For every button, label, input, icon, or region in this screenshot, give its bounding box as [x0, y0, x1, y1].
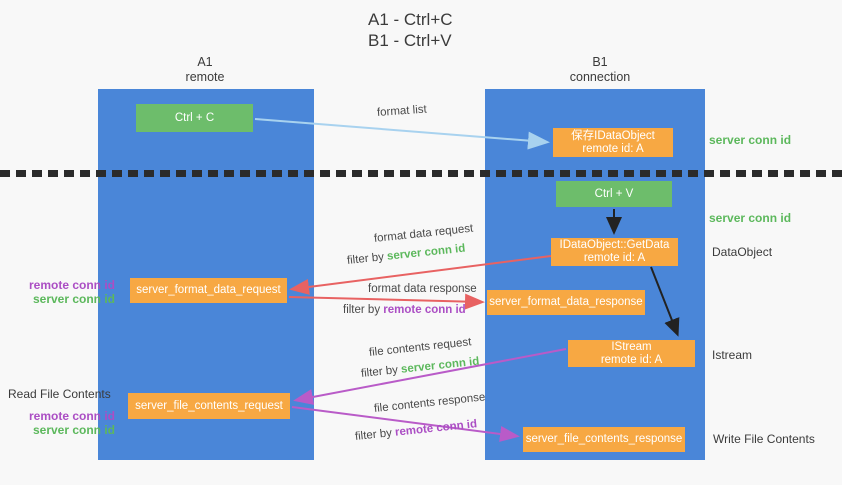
remote-conn-id-text: remote conn id: [383, 304, 466, 316]
column-header-a1: A1 remote: [145, 55, 265, 85]
node-save-idataobject: 保存IDataObject remote id: A: [553, 128, 673, 157]
node-getdata-line2: remote id: A: [583, 252, 646, 264]
left-ids-format: remote conn id server conn id: [20, 278, 115, 306]
node-ctrl-c: Ctrl + C: [136, 104, 253, 132]
side-label-read-file-contents: Read File Contents: [8, 387, 111, 401]
node-istream-line2: remote id: A: [600, 353, 663, 366]
side-label-server-conn-id-top: server conn id: [709, 133, 792, 147]
left-ids-file: remote conn id server conn id: [20, 409, 115, 437]
side-label-server-conn-id-mid: server conn id: [709, 211, 792, 225]
node-server-file-contents-request-label: server_file_contents_request: [135, 399, 283, 412]
side-label-istream: Istream: [712, 348, 753, 362]
label-format-list: format list: [376, 103, 428, 119]
title-line-1: A1 - Ctrl+C: [368, 10, 453, 29]
node-ctrl-v: Ctrl + V: [556, 181, 672, 207]
node-server-format-data-request: server_format_data_request: [130, 278, 287, 303]
label-file-contents-response: file contents response: [373, 391, 486, 415]
node-getdata-line1: IDataObject::GetData: [559, 239, 670, 251]
label-filter-by-remote-1: filter by remote conn id: [343, 304, 466, 316]
side-label-dataobject: DataObject: [712, 245, 773, 259]
label-format-data-request: format data request: [373, 222, 474, 245]
node-istream-line1: IStream: [611, 340, 652, 353]
node-save-idataobject-line2: remote id: A: [582, 142, 644, 155]
node-istream: IStream remote id: A: [568, 340, 695, 367]
diagram-title: A1 - Ctrl+C B1 - Ctrl+V: [368, 9, 453, 51]
side-label-write-file-contents: Write File Contents: [713, 432, 815, 446]
node-server-format-data-request-label: server_format_data_request: [136, 284, 281, 296]
label-filter-by-server-1: filter by server conn id: [346, 243, 466, 267]
node-ctrl-v-label: Ctrl + V: [594, 187, 634, 200]
filter-by-text: filter by: [343, 304, 381, 316]
column-b1-name: B1: [592, 55, 608, 69]
node-server-file-contents-request: server_file_contents_request: [128, 393, 290, 419]
node-getdata: IDataObject::GetData remote id: A: [551, 238, 678, 266]
node-server-format-data-response: server_format_data_response: [487, 290, 645, 315]
node-save-idataobject-line1: 保存IDataObject: [571, 129, 655, 142]
server-conn-id-label: server conn id: [32, 292, 115, 306]
filter-by-text: filter by: [346, 251, 385, 267]
column-a1-subtitle: remote: [185, 70, 225, 84]
server-conn-id-text: server conn id: [386, 242, 466, 263]
remote-conn-id-text: remote conn id: [394, 418, 478, 439]
column-a1-name: A1: [197, 55, 213, 69]
remote-conn-id-label: remote conn id: [28, 278, 115, 292]
filter-by-text: filter by: [360, 364, 399, 380]
label-format-data-response: format data response: [368, 283, 477, 295]
remote-conn-id-label: remote conn id: [28, 409, 115, 423]
label-file-contents-request: file contents request: [368, 336, 472, 359]
server-conn-id-label: server conn id: [32, 423, 115, 437]
node-ctrl-c-label: Ctrl + C: [174, 111, 215, 124]
format-data-response-arrow: [288, 293, 485, 310]
node-server-format-data-response-label: server_format_data_response: [489, 296, 643, 308]
node-server-file-contents-response: server_file_contents_response: [523, 427, 685, 452]
server-conn-id-text: server conn id: [400, 355, 480, 376]
machine-boundary-dashed-line: [0, 170, 842, 177]
column-header-b1: B1 connection: [540, 55, 660, 85]
node-server-file-contents-response-label: server_file_contents_response: [525, 433, 683, 445]
label-filter-by-remote-2: filter by remote conn id: [354, 418, 477, 443]
label-filter-by-server-2: filter by server conn id: [360, 356, 480, 380]
column-b1-subtitle: connection: [569, 70, 631, 84]
filter-by-text: filter by: [354, 427, 393, 443]
title-line-2: B1 - Ctrl+V: [368, 31, 452, 50]
